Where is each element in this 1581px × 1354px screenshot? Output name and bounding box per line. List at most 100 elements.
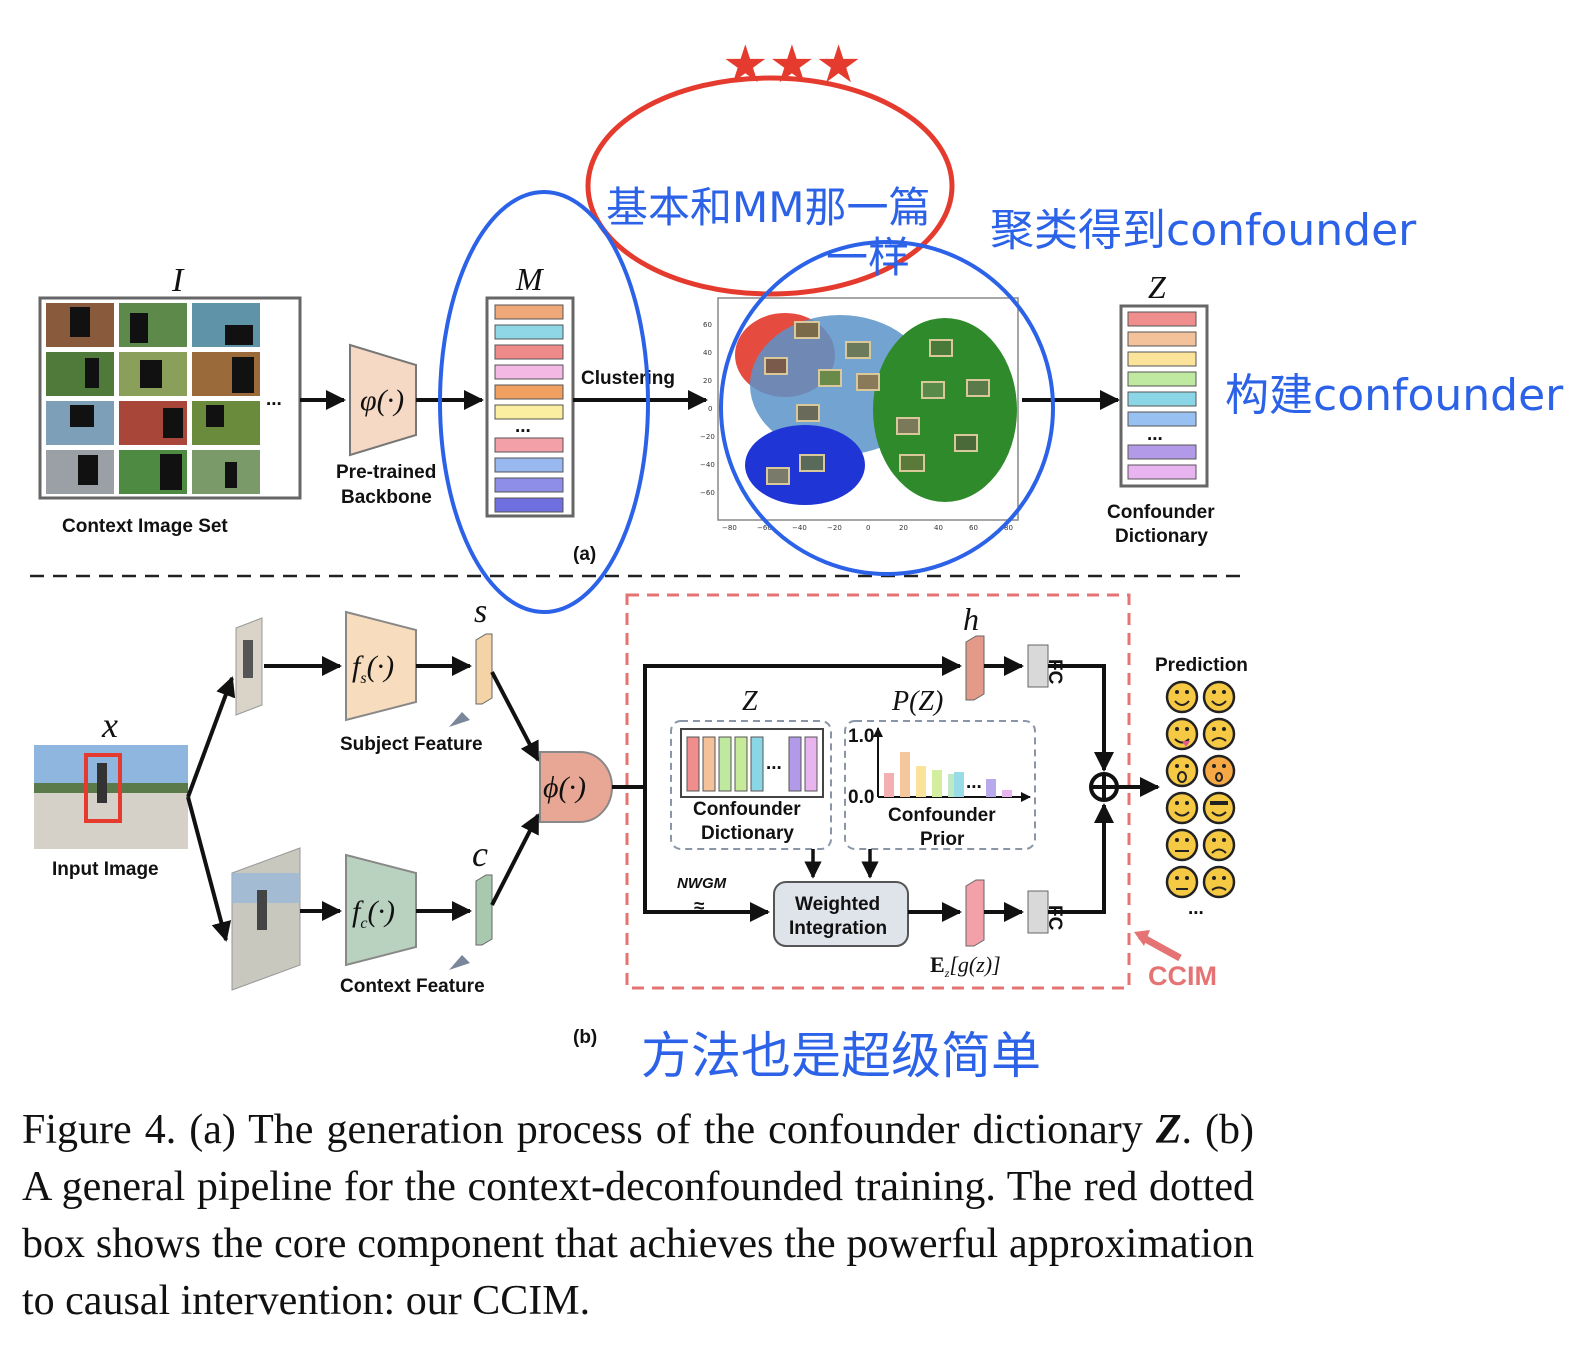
panel-b: x Input Image fs(·) s Subject Feature fc…: [34, 593, 1248, 1048]
feature-bars: [494, 304, 564, 513]
expectation-vector: [965, 879, 985, 947]
prior-ellipsis: ...: [966, 772, 982, 793]
scatter-ytick: −60: [700, 489, 715, 497]
context-feature-vector: [475, 874, 493, 946]
prior-y-bottom: 0.0: [848, 787, 874, 808]
dictionary-ellipsis: ...: [1147, 424, 1163, 445]
prior-bar-chart: ...: [873, 727, 1031, 802]
caption-rest: . (b) A general pipeline for the context…: [22, 1107, 1254, 1324]
prior-label-1: Confounder: [888, 805, 996, 826]
panel-b-label: (b): [573, 1027, 597, 1048]
subject-pointer-icon: [449, 712, 470, 727]
scatter-xtick: 0: [866, 524, 870, 532]
ccim-box: [625, 593, 1131, 990]
prior-y-top: 1.0: [848, 726, 874, 747]
figure-diagram: I ... Context Image Set φ(·) Pre-trained…: [30, 35, 1564, 1085]
context-symbol: c: [472, 834, 488, 874]
arrow-to-h: [612, 656, 962, 789]
fc-bottom-label: FC: [1044, 905, 1065, 931]
dictionary-label-2: Dictionary: [1115, 526, 1208, 547]
inner-dictionary-label-2: Dictionary: [701, 823, 794, 844]
pz-symbol: P(Z): [891, 686, 943, 717]
panel-a-label: (a): [573, 544, 596, 565]
ccim-label: CCIM: [1148, 961, 1217, 991]
arrow-fc-bottom-to-sum: [1048, 803, 1114, 914]
image-set-label: Context Image Set: [62, 516, 228, 537]
approx-symbol: ≈: [694, 896, 705, 917]
figure-caption: Figure 4. (a) The generation process of …: [22, 1102, 1254, 1330]
prediction-label: Prediction: [1155, 655, 1248, 676]
h-symbol: h: [963, 601, 979, 637]
merge-fn: ϕ(·): [543, 771, 586, 804]
ccim-pointer-arrow: [1138, 932, 1182, 962]
blue-circle-features: [438, 190, 650, 614]
dictionary-bars: [1127, 311, 1197, 480]
scatter-ytick: −20: [700, 433, 715, 441]
sum-operator: [1089, 772, 1119, 802]
nwgm-label: NWGM: [677, 875, 727, 892]
subject-encoder: [345, 610, 417, 722]
subject-feature-vector: [475, 633, 493, 705]
scatter-xtick: 40: [934, 524, 943, 532]
scatter-xtick: −40: [792, 524, 807, 532]
arrow-to-weighted-integration: [643, 787, 770, 922]
arrow-s-to-merge: [490, 671, 540, 762]
dictionary-label-1: Confounder: [1107, 502, 1215, 523]
prediction-ellipsis: ...: [1188, 898, 1204, 919]
arrow-fc-top-to-sum: [1048, 664, 1114, 772]
input-symbol: x: [101, 705, 118, 745]
input-image: [34, 745, 188, 849]
image-set-symbol: I: [171, 262, 185, 299]
clustering-label: Clustering: [581, 368, 675, 389]
input-label: Input Image: [52, 859, 159, 880]
caption-z-symbol: Z: [1155, 1107, 1182, 1153]
context-image-grid: [46, 303, 260, 494]
subject-fn: fs(·): [352, 650, 394, 687]
dictionary-symbol: Z: [1148, 269, 1167, 305]
backbone-label-2: Backbone: [341, 487, 432, 508]
h-feature-vector: [965, 635, 985, 701]
caption-line-1: Figure 4. (a) The generation process of …: [22, 1107, 1143, 1153]
arrow-to-subject-crop: [186, 676, 236, 798]
context-pointer-icon: [449, 955, 470, 970]
note-simple: 方法也是超级简单: [641, 1027, 1041, 1085]
scatter-ytick: 20: [703, 377, 712, 385]
red-circle: [585, 75, 955, 297]
note-red-circle-1: 基本和MM那一篇: [606, 183, 930, 232]
blue-circle-cluster: [719, 240, 1055, 576]
cluster-scatter-plot: 60 40 20 0 −20 −40 −60 −80 −60 −40 −20 0…: [700, 297, 1019, 532]
note-build: 构建confounder: [1225, 370, 1564, 421]
dictionary-vector-bars: [686, 736, 818, 792]
handwritten-annotations: ★★★ 基本和MM那一篇 一样 聚类得到confounder 构建confoun…: [438, 35, 1564, 1085]
backbone-fn: φ(·): [360, 384, 404, 417]
subject-label: Subject Feature: [340, 734, 483, 755]
prior-label-2: Prior: [920, 829, 965, 850]
features-ellipsis: ...: [515, 416, 531, 437]
inner-dictionary-label-1: Confounder: [693, 799, 801, 820]
image-set-ellipsis: ...: [266, 389, 282, 410]
backbone-label-1: Pre-trained: [336, 462, 436, 483]
context-fn: fc(·): [352, 895, 395, 932]
emoji-grid: [1165, 680, 1236, 899]
z-symbol: Z: [742, 686, 758, 717]
merge-block: [539, 751, 613, 823]
scatter-ytick: −40: [700, 461, 715, 469]
note-cluster: 聚类得到confounder: [990, 205, 1417, 256]
context-encoder: [345, 853, 417, 967]
dictionary-inner-ellipsis: ...: [766, 753, 782, 774]
arrow-c-to-merge: [490, 813, 540, 906]
panel-a: I ... Context Image Set φ(·) Pre-trained…: [38, 261, 1215, 565]
scatter-ytick: 60: [703, 321, 712, 329]
scatter-xtick: −20: [827, 524, 842, 532]
fc-top-label: FC: [1044, 659, 1065, 685]
subject-symbol: s: [474, 593, 487, 630]
scatter-xtick: 60: [969, 524, 978, 532]
wi-label-2: Integration: [789, 918, 887, 939]
wi-label-1: Weighted: [795, 894, 880, 915]
arrow-to-context-crop: [186, 796, 232, 942]
context-label: Context Feature: [340, 976, 485, 997]
scatter-xtick: 20: [899, 524, 908, 532]
features-symbol: M: [515, 261, 545, 297]
scatter-ytick: 0: [708, 405, 712, 413]
scatter-xtick: 80: [1004, 524, 1013, 532]
